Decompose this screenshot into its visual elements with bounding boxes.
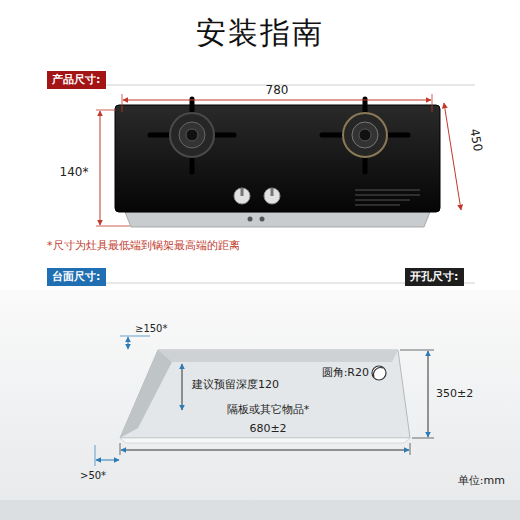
dimension-value: 450	[467, 127, 485, 152]
tag-text: 台面尺寸:	[52, 269, 106, 284]
dimension-value: 680±2	[249, 422, 286, 435]
unit-note: 单位:mm	[458, 474, 505, 487]
tag-text: 产品尺寸:	[52, 72, 106, 87]
section-tag: 台面尺寸:	[47, 268, 106, 286]
note-text: 隔板或其它物品*	[227, 403, 310, 416]
tag-text: 开孔尺寸:	[410, 269, 464, 284]
dimension-value: 140*	[60, 165, 89, 179]
dimension-value: ≥150*	[135, 323, 167, 335]
page-title: 安装指南	[196, 15, 324, 51]
section-tag: 开孔尺寸:	[405, 268, 464, 286]
section-tag: 产品尺寸:	[47, 71, 106, 89]
note-text: *尺寸为灶具最低端到锅架最高端的距离	[47, 239, 240, 252]
dimension-note: 圆角:R20	[322, 366, 369, 379]
dimension-value: 350±2	[436, 387, 473, 400]
dimension-value: 780	[266, 83, 289, 97]
dimension-value: >50*	[80, 470, 106, 482]
dimension-note: 建议预留深度120	[192, 378, 279, 391]
